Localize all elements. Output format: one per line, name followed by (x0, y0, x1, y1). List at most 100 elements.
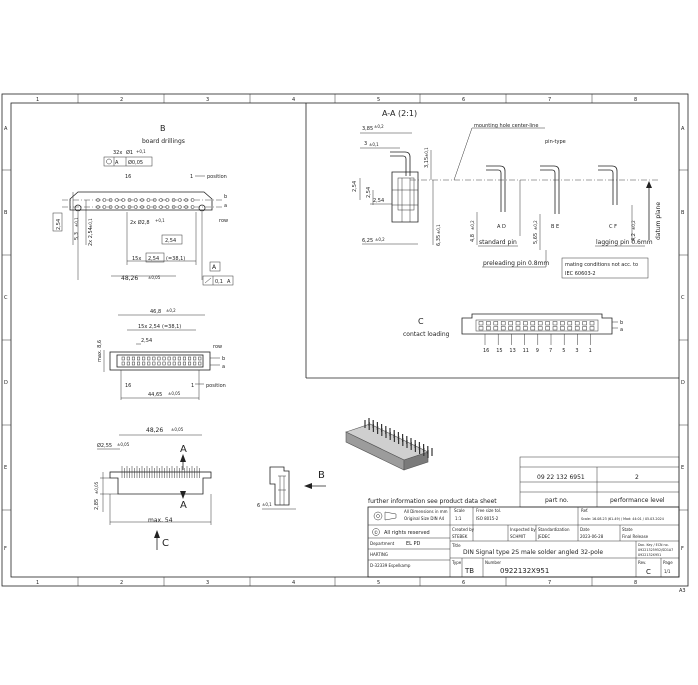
rev-value: C (646, 568, 651, 576)
dim-15x: 15x (132, 256, 141, 262)
connector-body-top (109, 351, 211, 371)
rev-label: Rev. (638, 560, 646, 565)
position-label: position (207, 174, 227, 180)
ref-value: Scale: 16.08.23 (61-49) / Mod: 44:01 / 0… (581, 517, 664, 521)
c-letter-a: a (620, 327, 623, 333)
title-block: All Dimensions in mm Original Size DIN A… (367, 506, 680, 578)
copyright-icon: © (372, 528, 380, 536)
row-label-right-b: B (681, 210, 685, 216)
col-label-5: 5 (377, 97, 380, 103)
dim-6: 6 (257, 503, 260, 509)
pin-mark (142, 361, 146, 366)
contact-pin (545, 326, 550, 331)
dim-468: 46,8 (150, 309, 161, 315)
view-aa-title: A-A (2:1) (382, 109, 417, 118)
pin-mark (137, 361, 141, 366)
pin1-label: 1 (190, 174, 193, 180)
part-number-table: 09 22 132 6951 2 part no. performance le… (519, 456, 680, 508)
dim-15x-mid: 15x 2,54 (138, 324, 160, 330)
contact-pin (500, 321, 506, 326)
hole-dia: Ø1 (126, 149, 133, 156)
col-label-bottom-6: 6 (462, 580, 465, 586)
dim-2x28-tol: +0,1 (155, 218, 165, 223)
drill-hole (146, 205, 151, 209)
row-label-d: D (4, 380, 8, 386)
pin-mark (167, 356, 171, 361)
contact-pin (582, 326, 587, 331)
contact-pin (567, 321, 573, 326)
view-mid-top: 46,8 ±0,2 15x 2,54 (=38,1) 2,54 max. 8,6… (97, 308, 226, 400)
dim-254-vert: 2,54 (56, 219, 62, 230)
pin-mark (137, 356, 141, 361)
view-arrow-b: B (318, 470, 325, 481)
contact-pin-number: 5 (562, 348, 565, 354)
row-label-right-e: E (681, 465, 684, 471)
datum-plane-label: datum plane (655, 202, 662, 240)
dim-4826: 48,26 (121, 275, 138, 282)
drill-hole (146, 198, 151, 202)
pin-mark (198, 356, 202, 361)
board-outline (69, 191, 213, 211)
contact-pin-number: 15 (496, 348, 502, 354)
lagging-pin-label: lagging pin 0.6mm (596, 239, 653, 246)
preleading-pin-label: preleading pin 0.8mm (483, 260, 549, 267)
contact-pin (552, 321, 558, 326)
pin-mark (177, 361, 181, 366)
drill-hole (178, 205, 182, 209)
product-datasheet-note: further information see product data she… (368, 498, 497, 505)
contact-pin-number: 11 (523, 348, 529, 354)
hole-tol: +0,1 (136, 149, 146, 154)
row-letter-b: b (224, 194, 227, 200)
view-c-title: C (418, 317, 424, 326)
contact-pin (537, 321, 543, 326)
dim-4826-front-tol: ±0,05 (171, 427, 184, 432)
pin-mark (188, 361, 192, 366)
contact-pin (486, 326, 491, 331)
pin-mark (121, 361, 125, 366)
pin16-label: 16 (125, 174, 131, 180)
contact-pin (515, 326, 521, 331)
position-mid: position (206, 383, 226, 389)
inspected-value: SCHMIT (510, 534, 526, 539)
page-label: Page (663, 560, 673, 565)
col-label-4: 4 (292, 97, 295, 103)
created-label: Created by (452, 527, 475, 532)
doc-info-2: 09221325952/SD1A7 (638, 548, 673, 552)
contact-pin (530, 326, 536, 331)
title-label: Title (451, 543, 461, 548)
contact-pin (530, 321, 536, 326)
contact-pin (545, 321, 550, 326)
dims-note-2: Original Size DIN A4 (404, 516, 445, 521)
col-label-1: 1 (36, 97, 39, 103)
company-address: D-32339 Espelkamp (370, 563, 411, 568)
col-label-bottom-7: 7 (548, 580, 551, 586)
row-label-mid: row (213, 344, 222, 350)
dim-468-tol: ±0,2 (166, 308, 176, 313)
dim-385: 3,85 (362, 126, 373, 132)
department-label: Department (370, 541, 395, 546)
section-arrow-a-top: A (180, 444, 187, 455)
row-label-right-a: A (681, 126, 685, 132)
pin-mark (126, 361, 130, 366)
mounting-hole-right (198, 204, 206, 212)
contact-pin-number: 7 (549, 348, 552, 354)
dim-2x28: 2x Ø2,8 (130, 219, 150, 226)
contact-pin-number: 13 (509, 348, 515, 354)
contact-pin (552, 326, 558, 331)
contact-pin (523, 326, 528, 331)
type-value: TB (464, 567, 474, 575)
pin-mark (147, 361, 151, 366)
pin-mark (157, 356, 161, 361)
contact-loading-body (461, 313, 613, 335)
pin-mark (162, 361, 166, 366)
state-value: Final Release (622, 534, 649, 539)
pin-mark (177, 356, 181, 361)
contact-pin (589, 321, 595, 326)
col-label-bottom-8: 8 (634, 580, 637, 586)
drill-hole (178, 198, 182, 202)
col-label-bottom-3: 3 (206, 580, 209, 586)
doc-info-3: 0922132X951 (638, 553, 661, 557)
dim-6-tol: ±0,1 (262, 502, 272, 507)
dim-53-tol: ±0,1 (74, 217, 79, 227)
row-letter-a: a (224, 203, 227, 209)
